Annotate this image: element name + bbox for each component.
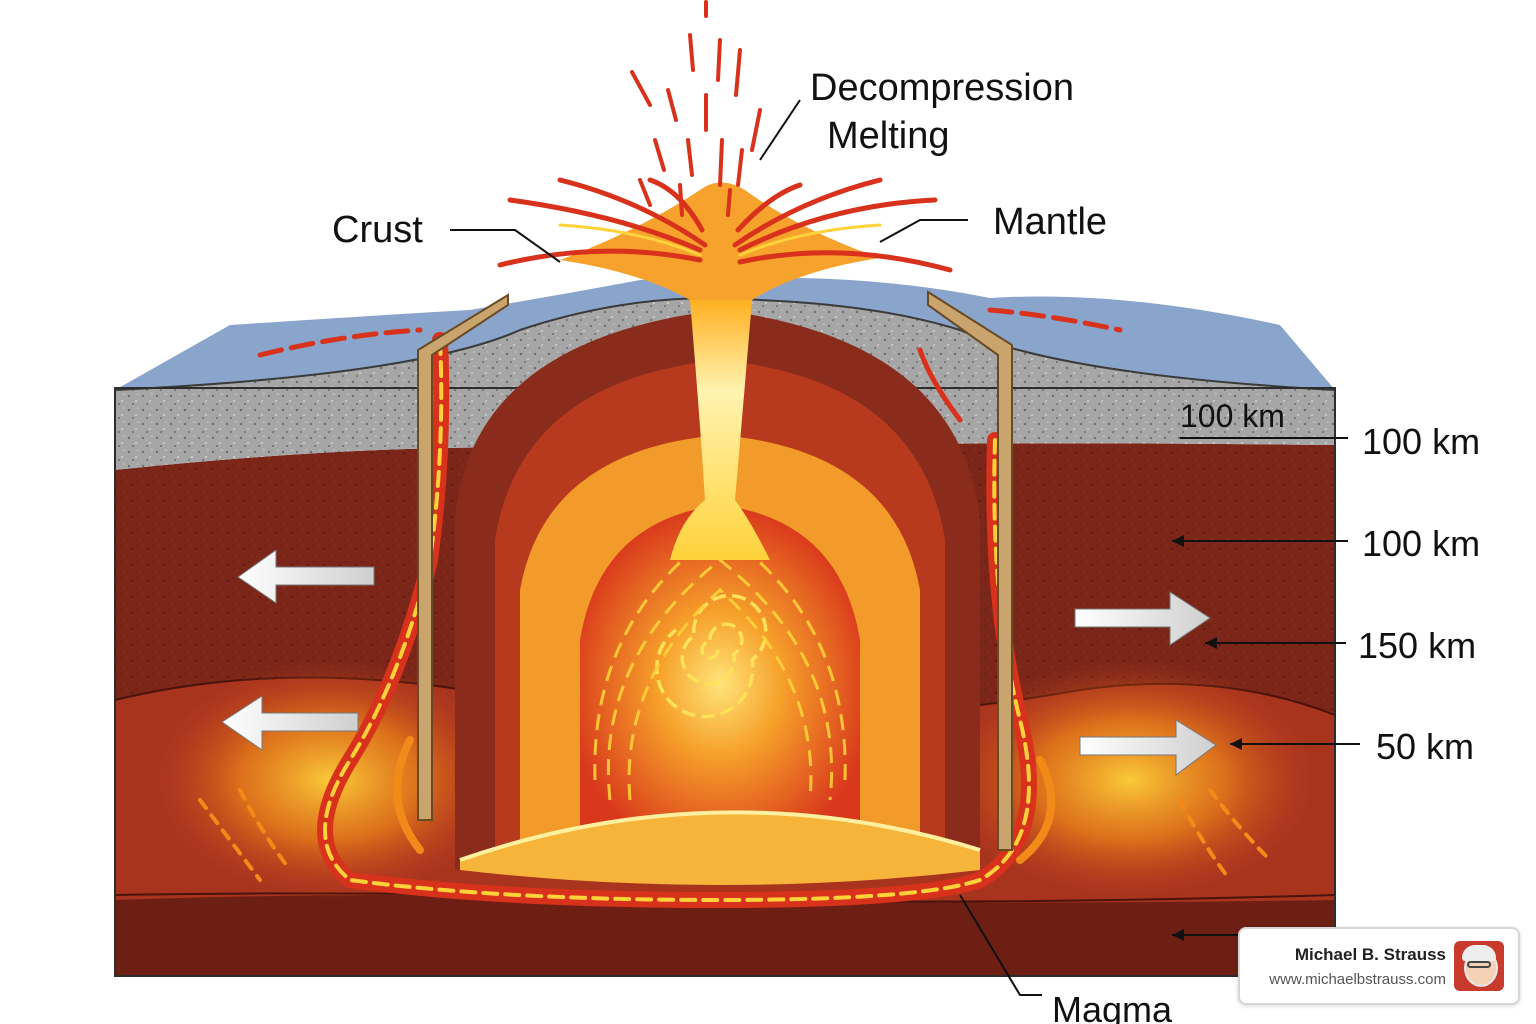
arrow-left-upper — [237, 549, 375, 604]
arrow-right-upper — [1074, 591, 1211, 646]
badge-author-name: Michael B. Strauss — [1294, 945, 1446, 964]
avatar-glasses-icon — [1467, 961, 1491, 968]
label-depth-2: 100 km — [1362, 523, 1480, 564]
ocean-surface — [115, 276, 1335, 390]
label-melting: Melting — [827, 115, 950, 157]
label-inner-depth: 100 km — [1180, 398, 1285, 434]
author-badge[interactable]: Michael B. Strauss www.michaelbstrauss.c… — [1238, 927, 1520, 1005]
motion-arrows — [221, 549, 1217, 776]
eruption — [497, 0, 953, 300]
cutaway-posts — [417, 290, 1013, 851]
label-depth-3: 150 km — [1358, 625, 1476, 666]
arrow-right-lower — [1079, 719, 1217, 776]
label-mantle: Mantle — [993, 201, 1107, 243]
label-crust: Crust — [332, 209, 423, 251]
lower-mantle-layer — [115, 893, 1335, 975]
cutaway-red-ring — [580, 505, 860, 830]
avatar-hair — [1462, 945, 1496, 961]
spiral-swirl — [655, 593, 768, 719]
leader-lines — [450, 99, 1360, 996]
label-magma: Magma — [1052, 989, 1173, 1024]
mantle-plume-cutaway — [455, 300, 981, 885]
labels: Decompression Melting Crust Mantle 100 k… — [332, 67, 1480, 1024]
label-depth-1: 100 km — [1362, 421, 1480, 462]
plume-stem — [670, 300, 770, 560]
arrow-left-lower — [221, 695, 359, 751]
base-lens — [460, 812, 980, 885]
label-decompression: Decompression — [810, 67, 1074, 109]
eruption-fan — [560, 182, 880, 300]
badge-website-link[interactable]: www.michaelbstrauss.com — [1269, 971, 1446, 988]
avatar — [1454, 941, 1504, 991]
label-depth-4: 50 km — [1376, 726, 1474, 767]
